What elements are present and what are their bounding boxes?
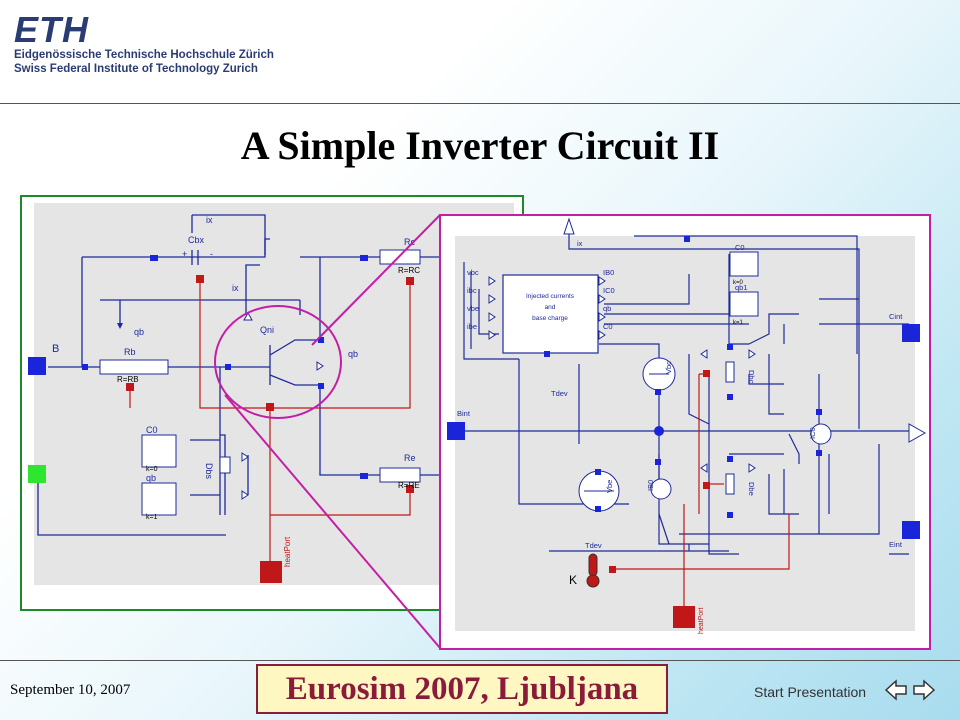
forward-arrow-icon[interactable]	[912, 678, 936, 702]
label-in-vbe: vbe	[467, 304, 479, 313]
back-arrow-icon[interactable]	[884, 678, 908, 702]
label-k0: k=0	[146, 466, 158, 473]
label-k1: k=1	[733, 320, 744, 326]
label-rb: Rb	[124, 347, 136, 357]
output-arrow	[908, 423, 927, 443]
label-cint: Cint	[889, 312, 903, 321]
label-tdev-sensor: Tdev	[585, 541, 602, 550]
qb-block	[141, 482, 177, 516]
label-out-c0: C0	[603, 322, 613, 331]
label-out-qb: qb	[603, 304, 611, 313]
label-dbc: Dbc	[747, 370, 756, 384]
label-qb-src: qb	[146, 473, 156, 483]
highlight-ellipse	[214, 305, 342, 419]
right-circuit-diagram: ix Injected currents and base charge vbc…	[439, 214, 931, 650]
label-heatport: heatPort	[698, 607, 705, 634]
c0-block	[729, 251, 759, 277]
bint-terminal	[447, 422, 465, 440]
label-rc-value: R=RC	[398, 266, 420, 275]
eth-logo-line2: Swiss Federal Institute of Technology Zu…	[14, 63, 258, 75]
label-dbe: Dbe	[747, 482, 756, 496]
ib0-source	[650, 478, 672, 500]
c0-block	[141, 434, 177, 468]
dbs-diode	[219, 456, 231, 474]
resistor-re	[379, 467, 421, 483]
label-k0: k=0	[733, 280, 744, 286]
label-ix: ix	[577, 239, 583, 248]
conference-box: Eurosim 2007, Ljubljana	[256, 664, 668, 714]
label-block-line1: Injected currents	[526, 293, 575, 300]
label-heatport: heatPort	[283, 536, 292, 567]
label-cbx-plus: +	[182, 249, 187, 259]
label-cbx-minus: -	[210, 249, 213, 259]
resistor-rb	[99, 359, 169, 375]
label-rb-value: R=RB	[117, 375, 139, 384]
label-re: Re	[404, 453, 416, 463]
label-qb-right: qb	[348, 349, 358, 359]
slide-title: A Simple Inverter Circuit II	[240, 123, 720, 168]
label-out-ib0: IB0	[603, 268, 614, 277]
label-ib0: IB0	[646, 480, 655, 491]
label-ic0: IC0	[808, 427, 817, 439]
start-presentation-link[interactable]: Start Presentation	[754, 684, 867, 700]
label-qni: Qni	[260, 325, 274, 335]
label-k: K	[569, 573, 577, 587]
dbc-diode	[725, 361, 735, 383]
label-k1: k=1	[146, 514, 158, 521]
heatport-terminal	[673, 606, 695, 628]
label-block-line2: and	[545, 304, 556, 311]
eth-logo-line1: Eidgenössische Technische Hochschule Zür…	[14, 49, 274, 61]
label-vbe: Vbe	[605, 480, 614, 493]
label-dbs: Dbs	[204, 463, 214, 480]
label-bint: Bint	[457, 409, 471, 418]
label-tdev: Tdev	[551, 389, 568, 398]
label-c0: C0	[146, 425, 158, 435]
label-b: B	[52, 343, 59, 355]
heatport-terminal	[260, 561, 282, 583]
cint-terminal	[902, 324, 920, 342]
footer-date: September 10, 2007	[10, 682, 131, 698]
label-in-ibe: ibe	[467, 322, 477, 331]
conference-name: Eurosim 2007, Ljubljana	[285, 671, 639, 707]
pin-b-terminal	[28, 357, 46, 375]
label-qb1: qb1	[735, 283, 748, 292]
label-c0: C0	[735, 243, 745, 252]
pin-green-terminal	[28, 465, 46, 483]
qb1-block	[729, 291, 759, 317]
ic0-source	[810, 423, 832, 445]
label-in-vbc: vbc	[467, 268, 479, 277]
label-block-line3: base charge	[532, 315, 568, 322]
dbe-diode	[725, 473, 735, 495]
label-out-ic0: IC0	[603, 286, 615, 295]
footer-divider	[0, 660, 960, 661]
injected-currents-block	[502, 274, 599, 354]
label-eint: Eint	[889, 540, 903, 549]
eint-terminal	[902, 521, 920, 539]
label-vbc: Vbc	[664, 361, 673, 374]
label-rc: Rc	[404, 237, 415, 247]
eth-logo: ETH Eidgenössische Technische Hochschule…	[14, 12, 274, 76]
label-re-value: R=RE	[398, 481, 420, 490]
label-ix-top: ix	[206, 215, 213, 225]
label-qb-left: qb	[134, 327, 144, 337]
left-diagram-canvas	[34, 203, 514, 585]
label-cbx: Cbx	[188, 235, 205, 245]
label-ix-mid: ix	[232, 283, 239, 293]
header-divider	[0, 103, 960, 104]
label-in-ibc: ibc	[467, 286, 477, 295]
temperature-sensor	[588, 553, 598, 577]
eth-logo-mark: ETH	[14, 9, 89, 50]
